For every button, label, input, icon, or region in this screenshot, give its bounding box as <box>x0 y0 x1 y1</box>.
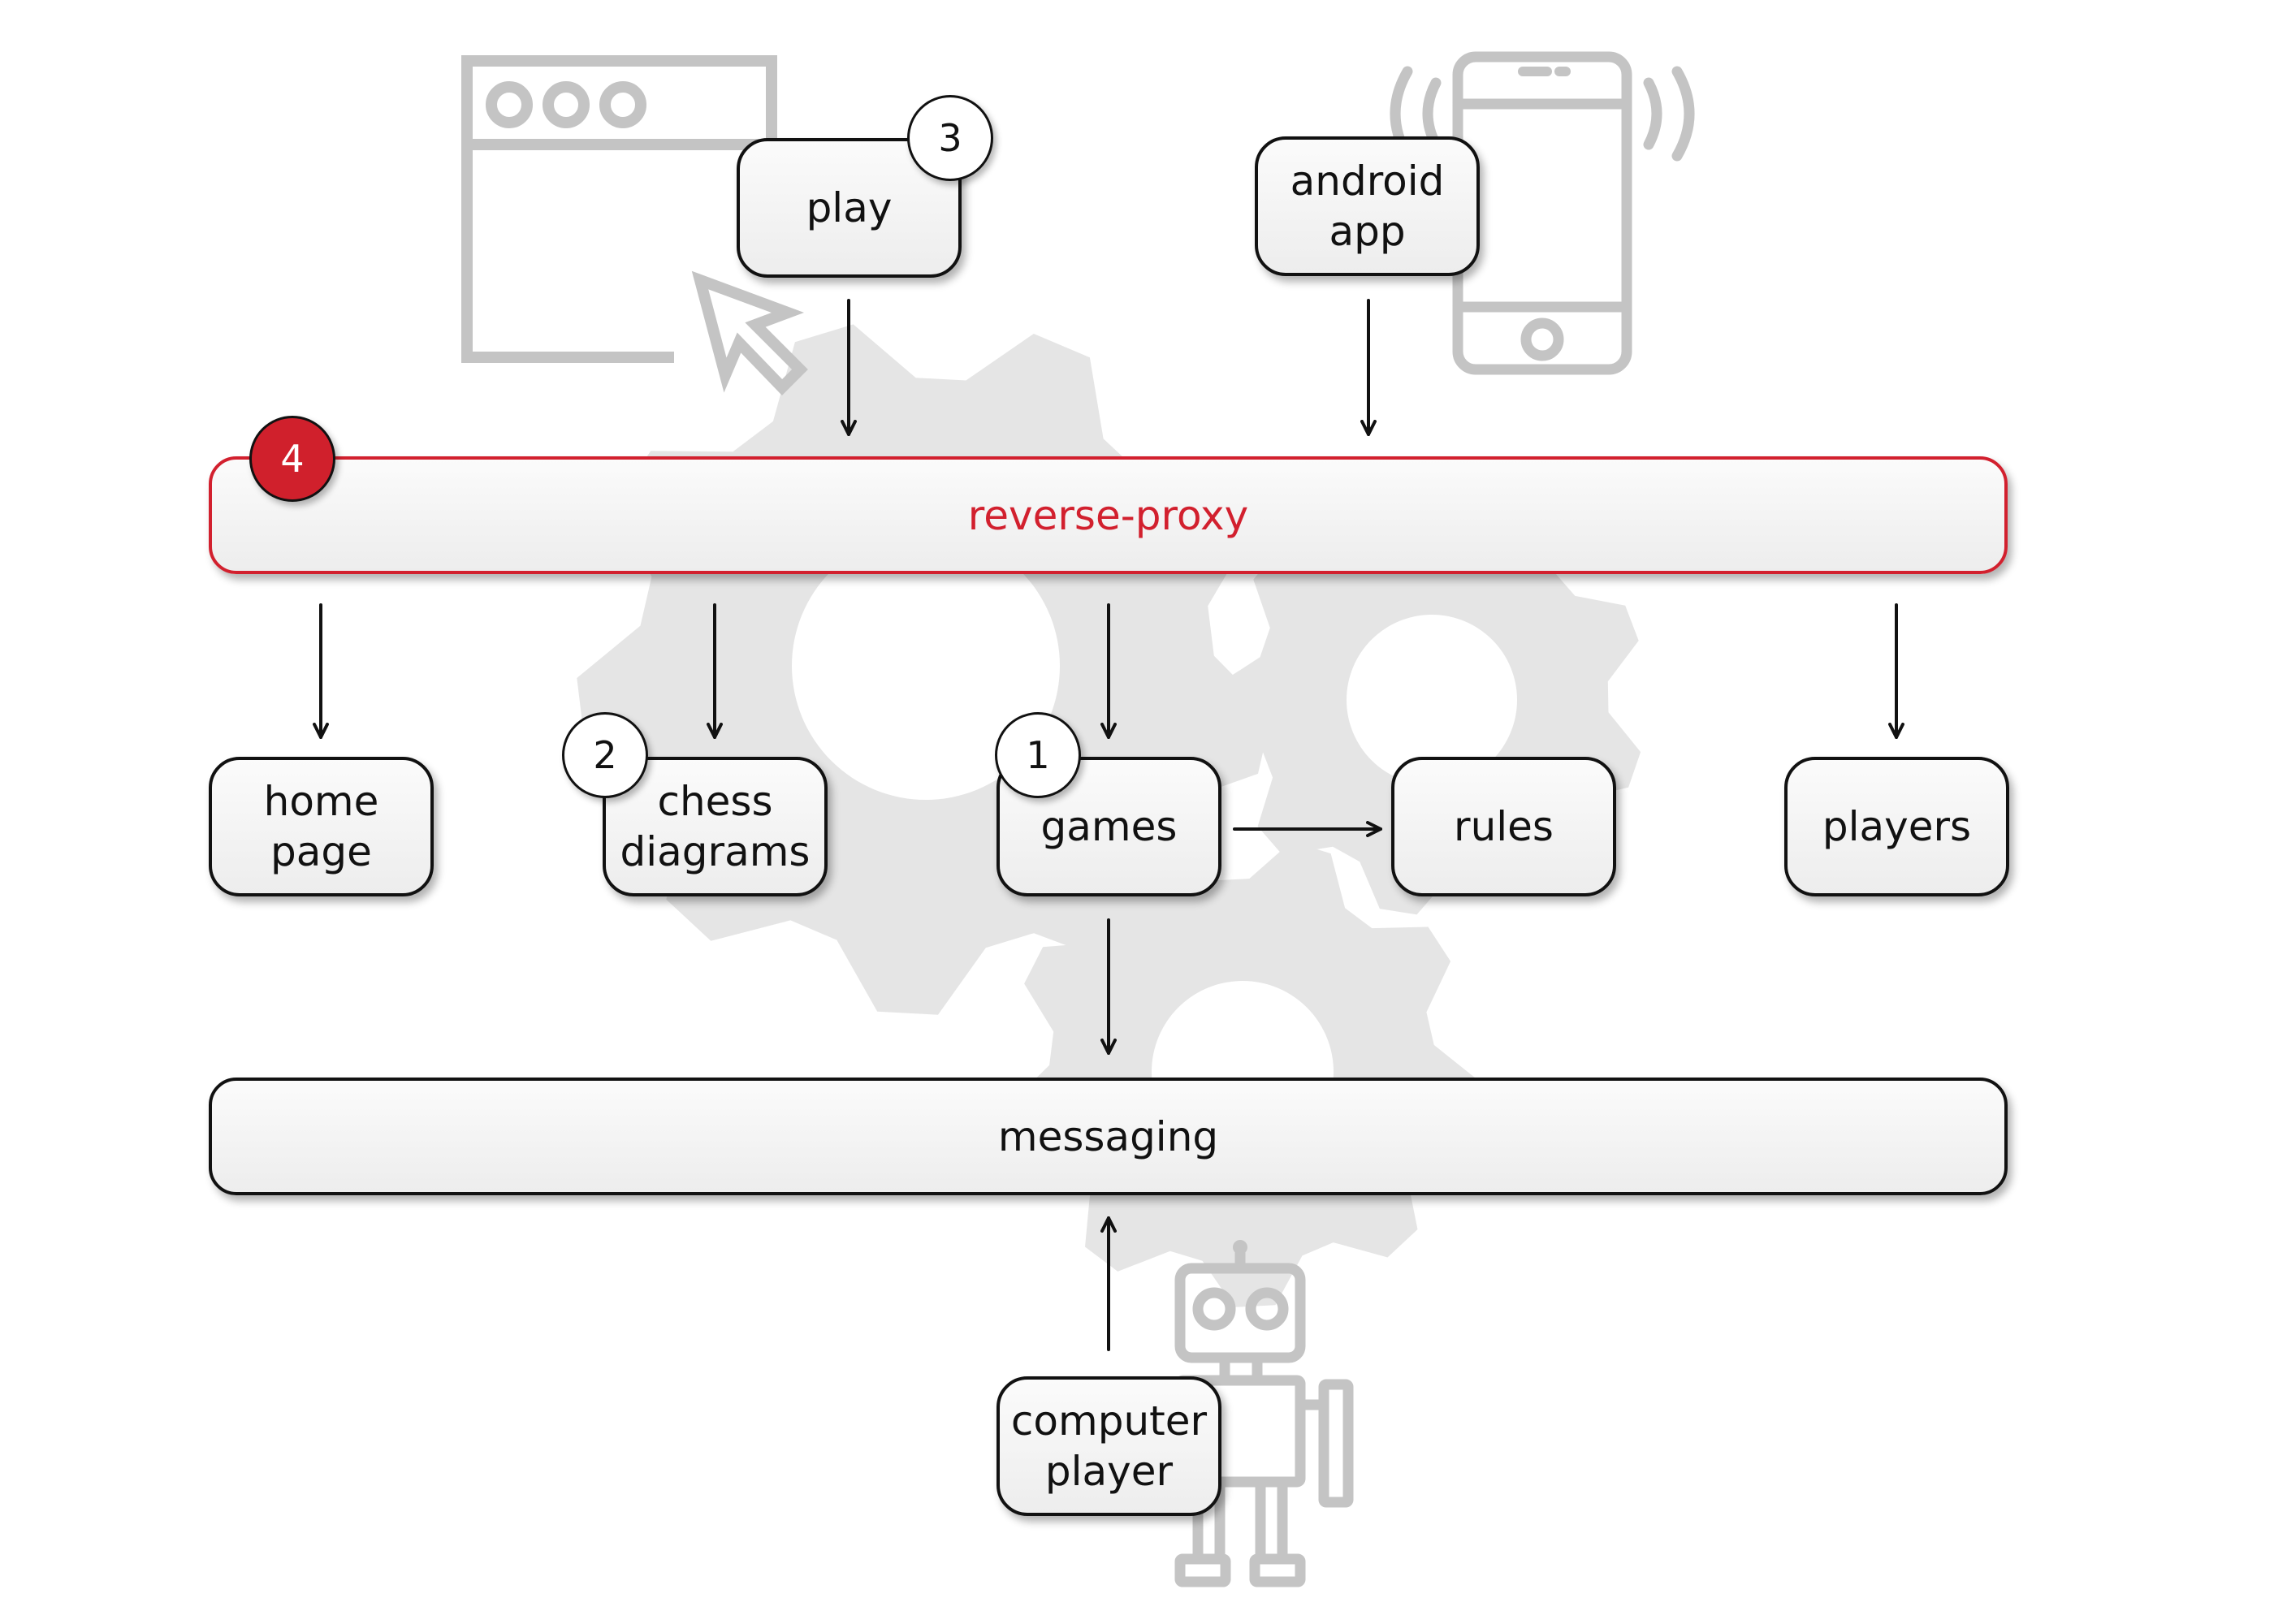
rules-node[interactable]: rules <box>1391 757 1616 896</box>
games-node[interactable]: games <box>996 757 1221 896</box>
messaging-node[interactable]: messaging <box>209 1078 2008 1195</box>
mouse-cursor-icon <box>691 270 808 395</box>
android-app-node[interactable]: android app <box>1255 136 1480 276</box>
reverse-proxy-node[interactable]: reverse-proxy <box>209 456 2008 574</box>
home-page-node[interactable]: home page <box>209 757 434 896</box>
computer-player-node[interactable]: computer player <box>996 1376 1221 1516</box>
games-step-badge: 1 <box>995 712 1081 798</box>
browser-window-icon <box>461 55 777 363</box>
reverse-proxy-step-badge: 4 <box>249 416 335 502</box>
players-node[interactable]: players <box>1784 757 2009 896</box>
connector-arrows <box>313 299 1904 1351</box>
chess-diagrams-step-badge: 2 <box>562 712 648 798</box>
play-step-badge: 3 <box>907 95 993 181</box>
